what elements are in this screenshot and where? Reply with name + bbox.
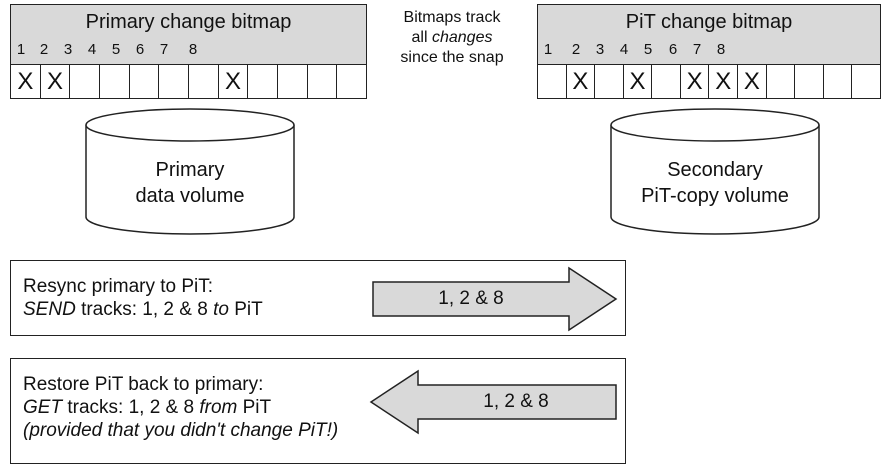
bitmap-cell: X [709,65,739,98]
pit-change-bitmap: PiT change bitmap 1 2 3 4 5 6 7 8 X X X … [537,4,881,99]
bitmap-cell [652,65,681,98]
primary-bitmap-number: 8 [188,41,198,58]
primary-bitmap-number: 2 [39,41,49,58]
bitmap-cell [538,65,567,98]
bitmap-cell [248,65,279,98]
bitmap-cell: X [738,65,767,98]
note-line-1: Bitmaps track [403,9,501,26]
bitmap-cell [159,65,190,98]
send-arrow-icon [372,266,618,332]
pit-bitmap-number: 4 [619,41,629,58]
pit-bitmap-number: 1 [543,41,553,58]
bitmap-cell: X [11,65,41,98]
pit-bitmap-number: 5 [643,41,653,58]
bitmap-cell [129,65,160,98]
pit-bitmap-number: 2 [571,41,581,58]
pit-bitmap-number: 6 [668,41,678,58]
bitmap-cell: X [623,65,653,98]
bitmap-cell [337,65,367,98]
bitmap-cell: X [218,65,249,98]
bitmap-cell [70,65,101,98]
restore-panel: Restore PiT back to primary: GET tracks:… [10,358,626,464]
send-arrow-label: 1, 2 & 8 [438,288,504,309]
primary-change-bitmap: Primary change bitmap 1 2 3 4 5 6 7 8 X … [10,4,367,99]
bitmap-cell: X [566,65,596,98]
bitmap-cell: X [40,65,71,98]
resync-panel: Resync primary to PiT: SEND tracks: 1, 2… [10,260,626,336]
bitmap-cell [795,65,824,98]
restore-text: Restore PiT back to primary: GET tracks:… [23,374,339,441]
primary-volume-cylinder-icon [85,108,295,235]
resync-text: Resync primary to PiT: SEND tracks: 1, 2… [23,276,263,320]
primary-bitmap-number: 4 [87,41,97,58]
bitmap-cell [766,65,796,98]
get-arrow-label: 1, 2 & 8 [483,391,549,412]
primary-bitmap-number: 5 [111,41,121,58]
pit-bitmap-title: PiT change bitmap [625,11,793,33]
bitmaps-note: Bitmaps track all changes since the snap [372,8,532,68]
primary-volume-label: Primary data volume [135,159,245,207]
get-arrow-icon [369,369,617,435]
bitmap-cell [595,65,624,98]
primary-bitmap-number: 6 [135,41,145,58]
note-line-3: since the snap [400,49,504,66]
pit-bitmap-number: 3 [595,41,605,58]
bitmap-cell [189,65,219,98]
bitmap-cell [100,65,130,98]
primary-bitmap-number: 3 [63,41,73,58]
pit-bitmap-cells: X X X X X [538,64,880,98]
secondary-volume-cylinder-icon [610,108,820,235]
bitmap-cell: X [680,65,710,98]
bitmap-cell [823,65,853,98]
primary-bitmap-title: Primary change bitmap [85,11,292,33]
primary-bitmap-cells: X X X [11,64,367,98]
note-line-2: all changes [411,29,493,46]
primary-bitmap-number: 7 [159,41,169,58]
pit-bitmap-number: 8 [716,41,726,58]
pit-bitmap-number: 7 [692,41,702,58]
bitmap-cell [852,65,880,98]
primary-bitmap-number: 1 [16,41,26,58]
secondary-volume-label: Secondary PiT-copy volume [641,159,789,207]
bitmap-cell [278,65,308,98]
bitmap-cell [307,65,338,98]
